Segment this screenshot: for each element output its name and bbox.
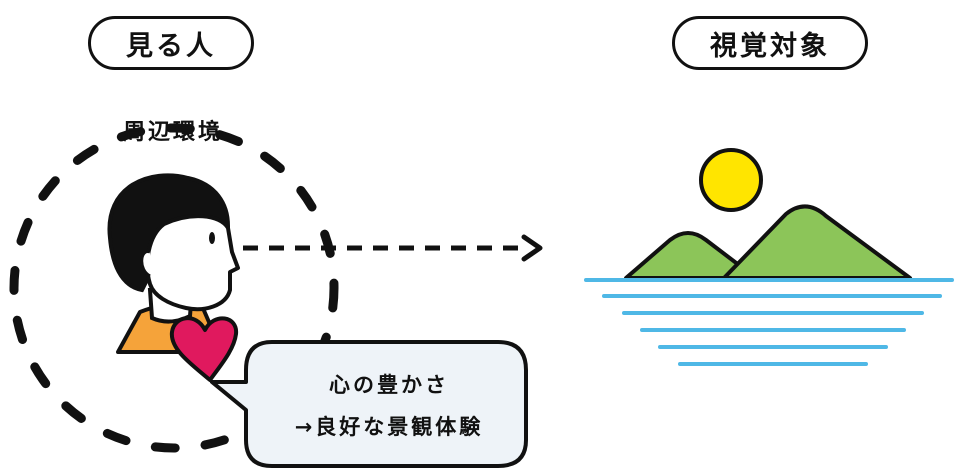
bubble-line-1: 心の豊かさ [329,373,449,397]
environment-circle [9,123,339,453]
landscape-icon [584,148,954,366]
speech-bubble [210,340,528,468]
bubble-text: 心の豊かさ →良好な景観体験 [256,364,522,448]
sun-icon [699,148,763,212]
environment-label: 周辺環境 [122,120,223,145]
heart-icon [169,316,239,382]
mountain-icon [624,231,758,280]
viewer-label: 見る人 [88,16,254,70]
arrow-right-icon [243,234,543,262]
visual-object-label: 視覚対象 [672,16,868,70]
bubble-line-2: →良好な景観体験 [294,415,484,439]
mountain-icon [722,204,912,280]
water-lines-icon [584,278,954,366]
